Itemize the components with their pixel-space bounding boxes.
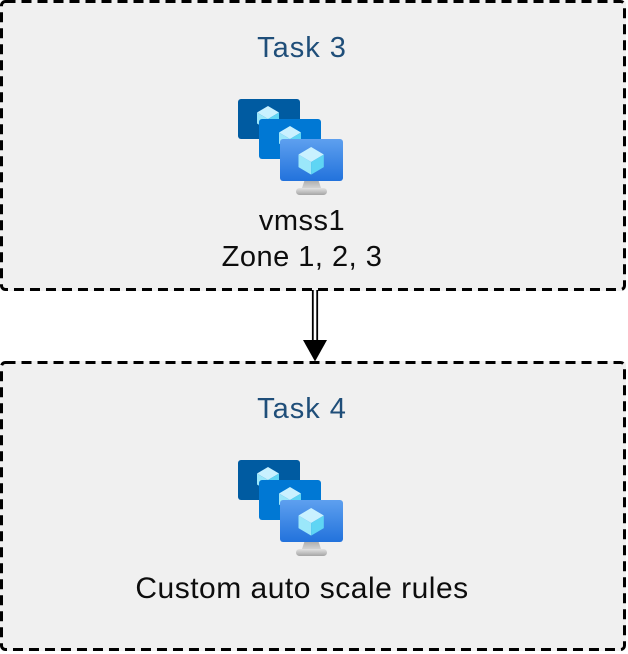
task4-labels: Custom auto scale rules [135, 570, 468, 608]
task3-box: Task 3 vmss1 Zone 1, 2, 3 [0, 0, 626, 291]
vm-scale-sets-icon [238, 456, 343, 556]
task4-title: Task 4 [257, 393, 347, 425]
task4-box: Task 4 Custom auto scale rules [0, 361, 626, 651]
task3-label-line2: Zone 1, 2, 3 [221, 241, 383, 273]
task3-labels: vmss1 Zone 1, 2, 3 [222, 203, 383, 275]
vm-scale-sets-icon [238, 95, 343, 195]
down-arrow-connector [303, 290, 327, 362]
task4-label-line1: Custom auto scale rules [135, 572, 469, 605]
task3-label-line1: vmss1 [258, 205, 346, 237]
task3-title: Task 3 [257, 32, 347, 64]
